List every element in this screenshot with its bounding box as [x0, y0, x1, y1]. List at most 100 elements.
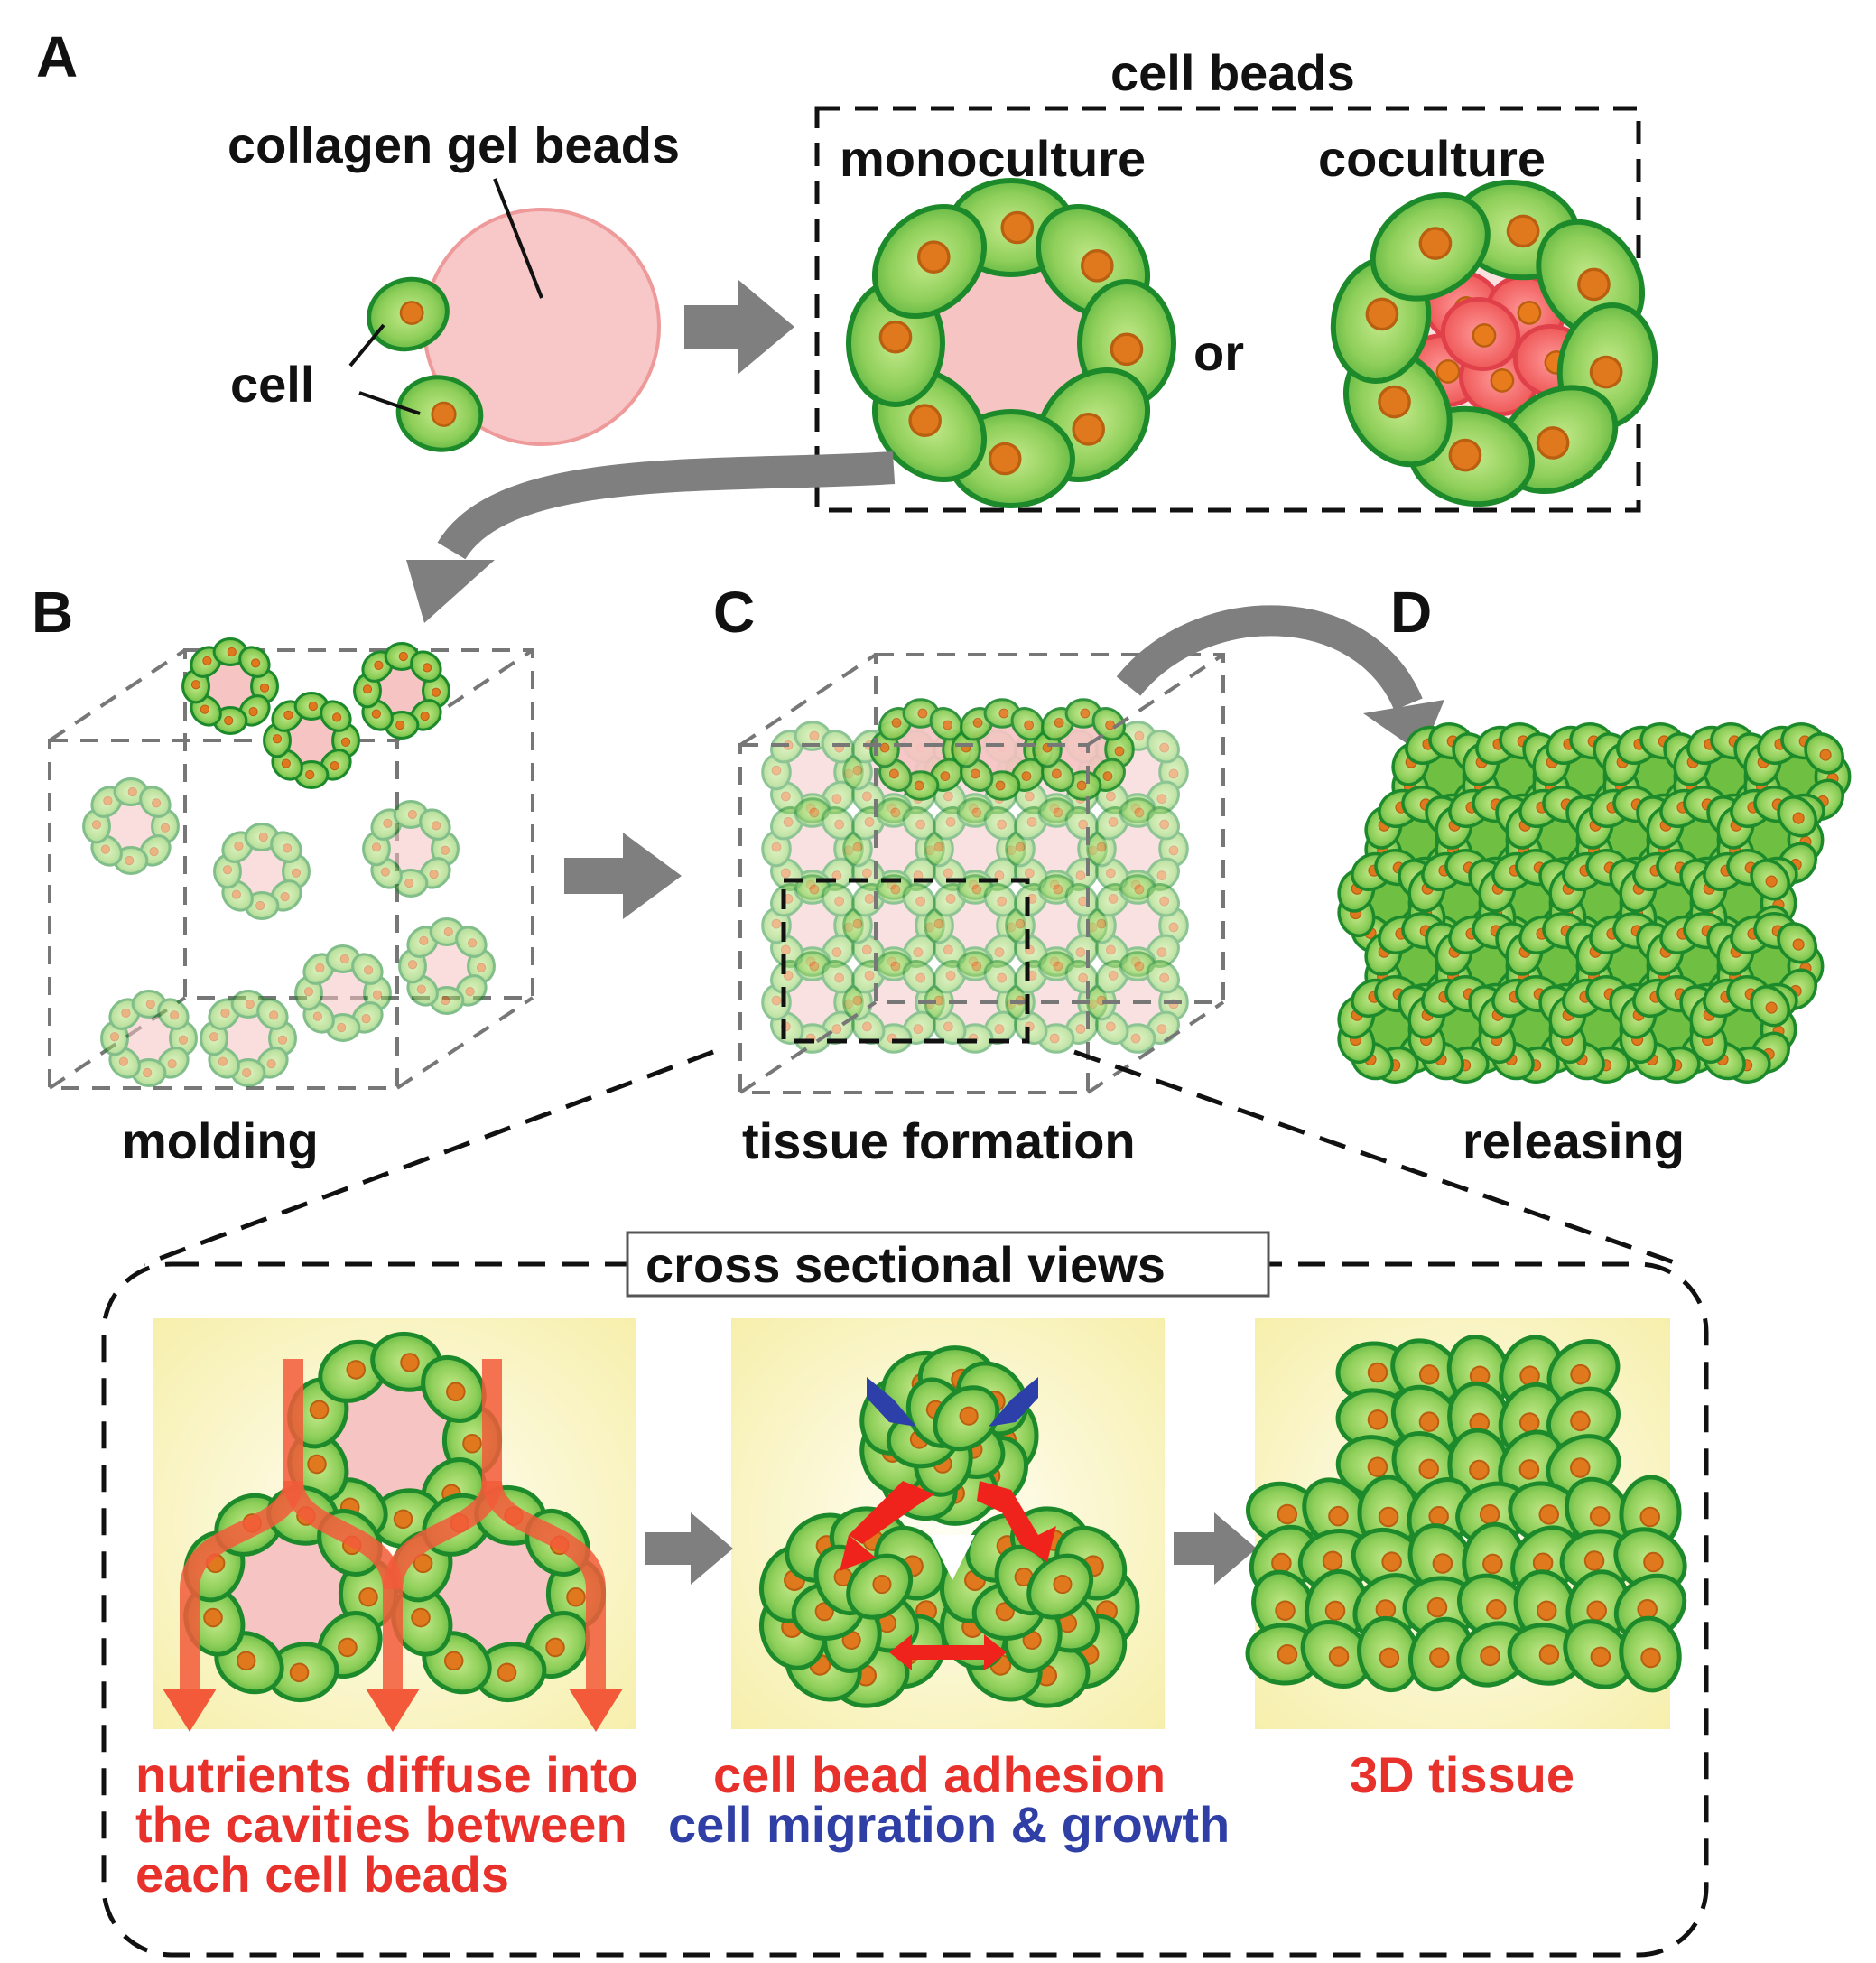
- collagen-core: [120, 1009, 178, 1067]
- process-arrow: [1174, 1512, 1257, 1585]
- cell-beads-label: cell beads: [1110, 44, 1355, 101]
- cell: [238, 646, 271, 678]
- panel-a: A collagen gel beads cell beads monocult…: [36, 24, 1658, 623]
- cell: [842, 907, 873, 944]
- tissue-block: [761, 698, 1189, 1054]
- cell: [761, 753, 792, 791]
- cell: [421, 1354, 487, 1423]
- or-label: or: [1193, 324, 1244, 381]
- cell: [933, 1385, 1000, 1452]
- collagen-core: [945, 896, 1005, 955]
- cell: [331, 722, 360, 758]
- cell: [393, 800, 429, 829]
- cell: [1546, 1386, 1621, 1453]
- collagen-core: [864, 819, 924, 879]
- collagen-core: [102, 797, 160, 855]
- single-cell: [367, 276, 450, 352]
- cell: [1146, 960, 1180, 994]
- cross-section-box: [101, 1261, 1709, 1958]
- cell: [770, 960, 804, 994]
- cell: [1119, 951, 1156, 982]
- collagen-core: [783, 742, 842, 802]
- cell: [270, 831, 302, 863]
- molding-label: molding: [122, 1112, 319, 1169]
- collagen-core: [1108, 896, 1167, 955]
- adhesion-arrows: [840, 1481, 1056, 1670]
- cell: [455, 926, 488, 958]
- cell: [1750, 859, 1791, 901]
- releasing-label: releasing: [1463, 1112, 1685, 1169]
- nutrients-caption-line3: each cell beads: [135, 1846, 509, 1903]
- panel-b: B molding: [32, 580, 682, 1169]
- cell: [1146, 806, 1180, 841]
- collagen-core: [972, 720, 1032, 779]
- tissue-formation-label: tissue formation: [742, 1112, 1136, 1169]
- cell: [1026, 1553, 1094, 1620]
- cavity: [930, 1535, 975, 1580]
- cell-bead: [1032, 698, 1135, 801]
- cell: [391, 1585, 453, 1657]
- cell-pointer-line: [348, 323, 385, 367]
- cell: [1032, 730, 1063, 768]
- cell-bead: [951, 698, 1054, 801]
- cell: [1037, 951, 1075, 982]
- collagen-gel-beads-label: collagen gel beads: [228, 116, 680, 173]
- process-arrow: [645, 1512, 733, 1585]
- cell-bead: [82, 777, 180, 875]
- cell: [410, 650, 442, 683]
- collagen-pointer-line: [493, 178, 543, 299]
- coculture-label: coculture: [1318, 130, 1546, 187]
- coculture-cell-bead: [1330, 179, 1658, 507]
- cell: [846, 1553, 914, 1620]
- cell-bead: [1086, 874, 1189, 977]
- monoculture-label: monoculture: [840, 130, 1146, 187]
- cell: [244, 823, 280, 851]
- 3d-tissue-view: [1245, 1335, 1687, 1693]
- collagen-core: [431, 1528, 562, 1660]
- cell-bead: [181, 637, 279, 735]
- nutrient-arrows: [180, 1359, 606, 1698]
- cell: [1146, 934, 1180, 968]
- cell: [983, 770, 1021, 801]
- 3d-tissue-caption: 3D tissue: [1350, 1746, 1574, 1803]
- cell-beads-box: [814, 106, 1641, 513]
- monoculture-cell-bead: [846, 178, 1176, 508]
- collagen-core: [201, 657, 259, 715]
- collagen-core: [233, 842, 291, 900]
- cell-bead: [294, 944, 392, 1042]
- cell: [244, 891, 280, 920]
- cell: [1300, 1619, 1372, 1689]
- cell: [842, 983, 873, 1021]
- collagen-core: [945, 972, 1005, 1032]
- cell-pointer-line: [358, 391, 421, 415]
- cell: [139, 786, 172, 818]
- collagen-core: [945, 819, 1005, 879]
- released-3d-tissue: [1337, 722, 1852, 1084]
- collagen-core: [891, 720, 951, 779]
- process-arrow: [564, 833, 682, 919]
- cell-bead: [263, 692, 360, 789]
- panel-label-d: D: [1390, 580, 1432, 645]
- collagen-core: [382, 820, 440, 878]
- cell: [1777, 795, 1818, 838]
- curved-arrow-to-d: [1116, 605, 1423, 712]
- cell: [1037, 1023, 1075, 1054]
- cell-bead: [353, 642, 450, 740]
- cell-bead: [398, 917, 496, 1015]
- cell: [1619, 1615, 1682, 1693]
- cell-bead: [1086, 797, 1189, 900]
- cell: [419, 808, 451, 841]
- cell: [1119, 874, 1156, 905]
- cell: [410, 699, 442, 731]
- cell-label: cell: [230, 356, 314, 413]
- collagen-core: [864, 896, 924, 955]
- cell-bead: [100, 990, 198, 1087]
- cell-bead: [1743, 722, 1852, 831]
- collagen-core: [223, 1528, 355, 1660]
- process-arrow: [684, 280, 794, 374]
- cell: [933, 883, 967, 917]
- cross-sectional-views-label: cross sectional views: [645, 1236, 1166, 1293]
- collagen-core: [283, 712, 340, 769]
- tissue-cube: [738, 653, 1225, 1094]
